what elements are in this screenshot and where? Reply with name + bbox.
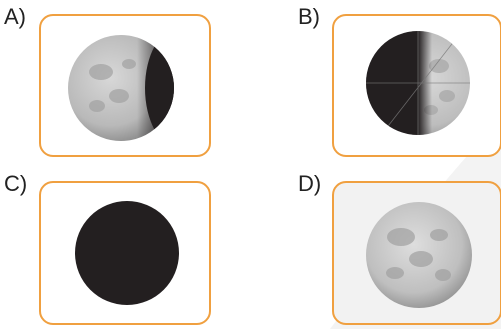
option-a-label: A) [4, 4, 26, 29]
option-b-label: B) [298, 4, 320, 29]
waning-gibbous-icon [68, 35, 174, 141]
option-d-label: D) [298, 171, 322, 196]
option-c-label: C) [4, 171, 28, 196]
new-moon-icon [75, 201, 179, 305]
last-quarter-icon [366, 31, 470, 135]
full-moon-icon [366, 202, 472, 308]
